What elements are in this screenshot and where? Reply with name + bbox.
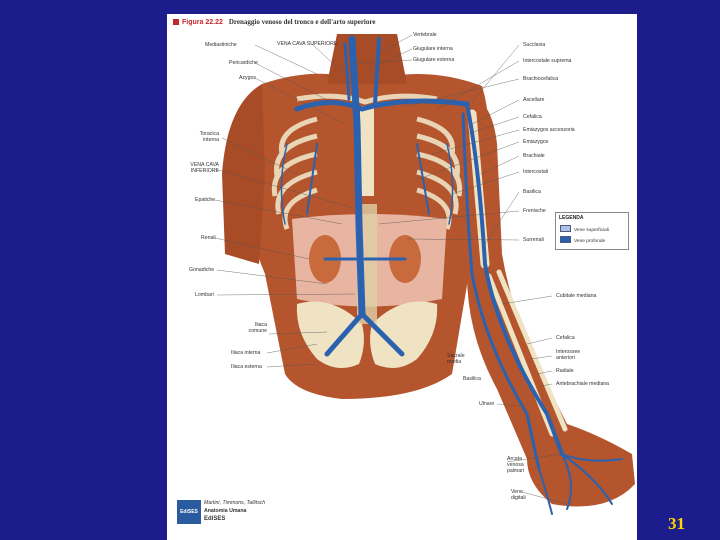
label-succlavia: Succlavia — [523, 42, 546, 48]
label-mediastiniche: Mediastiniche — [205, 42, 237, 48]
label-basilica-lower: Basilica — [463, 376, 481, 382]
sternum — [360, 106, 374, 196]
left-shoulder-skin — [222, 84, 265, 264]
legend-item-deep: Vene profonde — [560, 236, 605, 244]
label-brachiale: Brachiale — [523, 153, 545, 159]
label-vertebrale: Vertebrale — [413, 32, 437, 38]
label-antebrachiale-mediana: Antebrachiale mediana — [556, 381, 610, 387]
legend-swatch-deep — [560, 236, 571, 243]
label-brachiocefalica: Brachiocefalica — [523, 76, 559, 82]
label-cefalica-forearm: Cefalica — [556, 335, 575, 341]
publisher-book: Anatomia Umana — [204, 508, 247, 514]
label-ascellare: Ascellare — [523, 97, 545, 103]
label-emiazygos: Emiazygos — [523, 139, 549, 145]
figure-panel: Figura 22.22 Drenaggio venoso del tronco … — [167, 14, 637, 540]
label-ulnare: Ulnare — [479, 401, 495, 407]
label-pericardiche: Pericardiche — [229, 60, 258, 66]
legend-label-superficial: Vene superficiali — [574, 228, 609, 233]
label-radiale: Radiale — [556, 368, 574, 374]
figure-label: Figura 22.22 — [182, 19, 223, 26]
anatomy-illustration — [214, 34, 635, 515]
publisher-name: EdiSES — [204, 516, 226, 522]
label-giugulare-interna: Giugulare interna — [413, 46, 453, 52]
label-surrenali: Surrenali — [523, 237, 544, 243]
pelvis-right — [370, 301, 438, 368]
label-gonadiche: Gonadiche — [189, 267, 215, 273]
label-vena-cava-inferiore: VENA CAVA INFERIORE — [190, 162, 219, 174]
label-toracica-interna: Toracica interna — [199, 131, 219, 143]
label-vena-cava-superiore: VENA CAVA SUPERIORE — [277, 41, 338, 47]
legend-label-deep: Vene profonde — [574, 239, 606, 244]
label-intercostali: Intercostali — [523, 169, 549, 175]
label-renali: Renali — [201, 235, 216, 241]
label-lombari: Lombari — [195, 292, 214, 298]
label-cefalica: Cefalica — [523, 114, 542, 120]
label-arcata-venosa-palmari: Arcata venosa palmari — [507, 456, 525, 474]
legend: LEGENDA Vene superficiali Vene profonde — [555, 212, 629, 250]
publisher-authors: Martini, Timmons, Tallitsch — [204, 500, 266, 506]
neck-skin — [327, 34, 407, 84]
label-epatiche: Epatiche — [195, 197, 216, 203]
label-basilica: Basilica — [523, 189, 541, 195]
label-intercostale-suprema: Intercostale suprema — [523, 58, 572, 64]
legend-title: LEGENDA — [559, 215, 584, 221]
figure-marker-icon — [173, 19, 179, 25]
pelvis — [296, 301, 364, 368]
publisher-credit: EdiSES Martini, Timmons, Tallitsch Anato… — [177, 498, 267, 536]
label-iliaca-comune: Iliaca comune — [248, 322, 267, 334]
slide-number: 31 — [668, 514, 685, 533]
label-vene-digitali: Vene digitali — [511, 489, 526, 501]
label-iliaca-esterna: Iliaca esterna — [231, 364, 262, 370]
label-emiazygos-accessoria: Emiazygos accessoria — [523, 127, 575, 133]
label-iliaca-interna: Iliaca interna — [231, 350, 261, 356]
publisher-logo: EdiSES — [177, 500, 201, 524]
veins — [280, 35, 623, 515]
label-freniche: Frenische — [523, 208, 546, 214]
label-cubitale-mediana: Cubitale mediana — [556, 293, 597, 299]
label-sacrale-media: Sacrale media — [447, 353, 465, 365]
leader-lines — [214, 34, 568, 505]
label-azygos: Azygos — [239, 75, 257, 81]
label-giugulare-esterna: Giugulare esterna — [413, 57, 455, 63]
legend-item-superficial: Vene superficiali — [560, 225, 609, 233]
arm-skin — [457, 94, 635, 507]
figure-header: Figura 22.22 Drenaggio venoso del tronco … — [173, 18, 375, 26]
label-interossee-anteriori: Interossee anteriori — [556, 349, 581, 361]
figure-title: Drenaggio venoso del tronco e dell'arto … — [228, 18, 376, 26]
legend-swatch-superficial — [560, 225, 571, 232]
